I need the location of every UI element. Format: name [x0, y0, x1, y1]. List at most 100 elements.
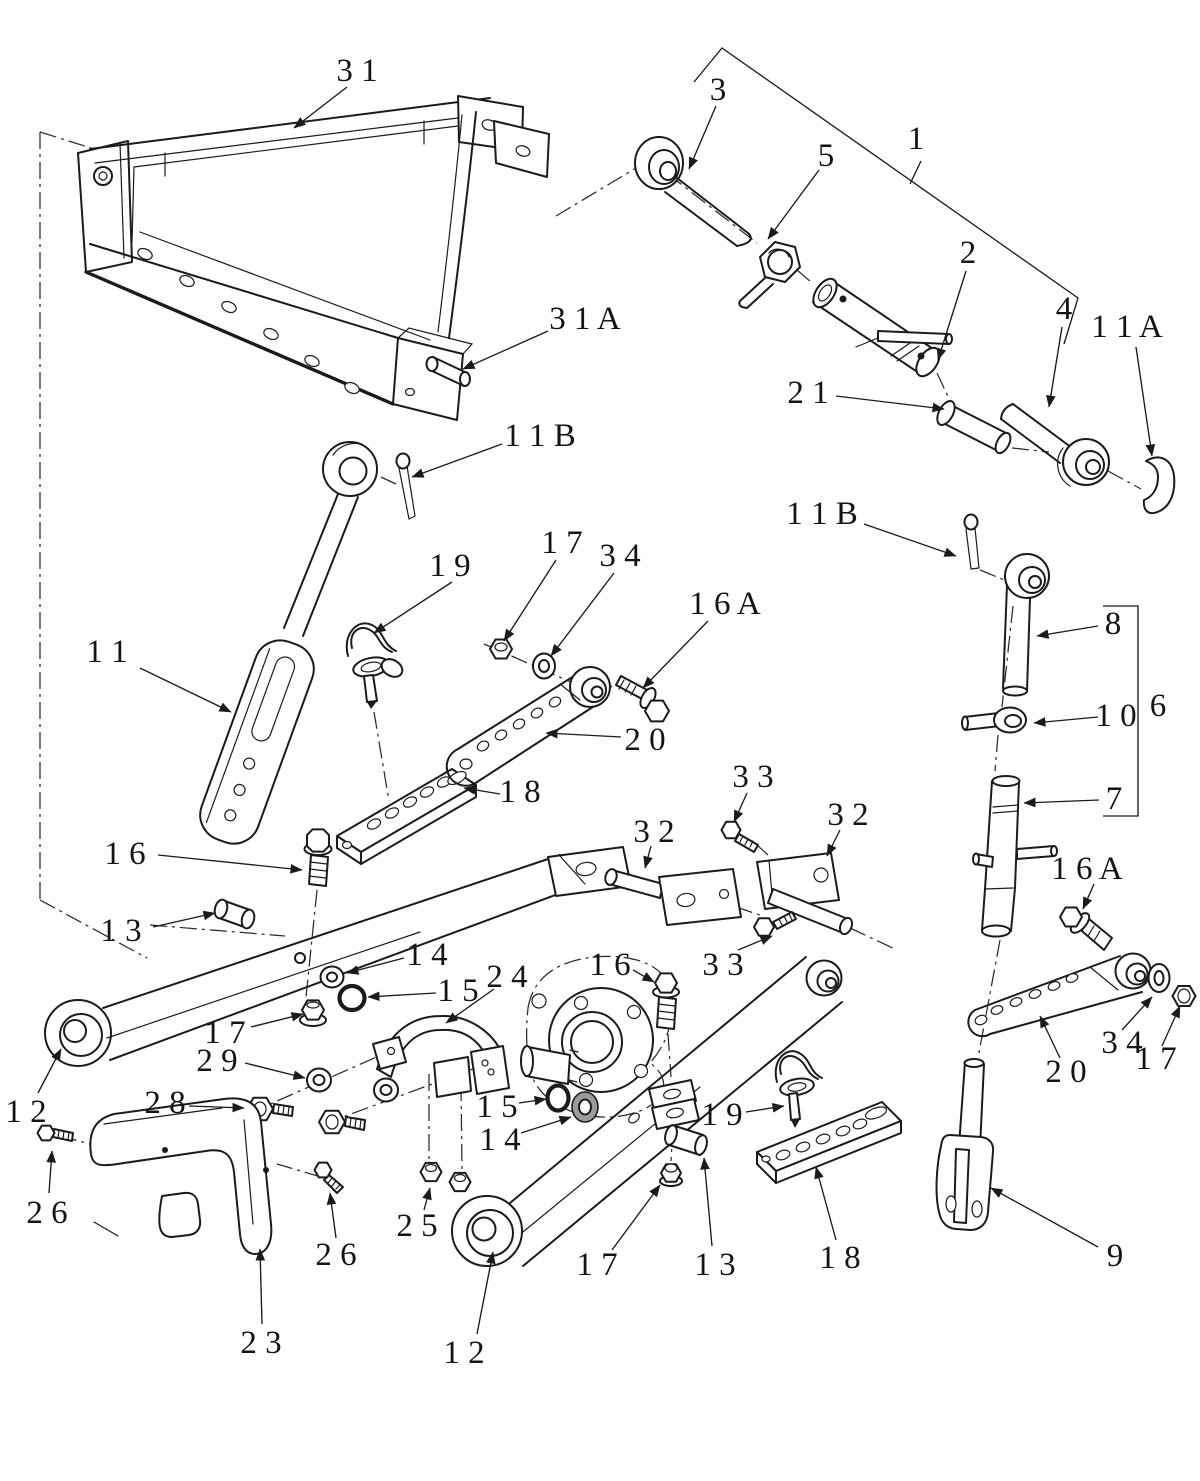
part-12-lower-link-left [44, 846, 632, 1067]
part-15-oring-upper [337, 983, 367, 1013]
leader-29 [244, 1062, 306, 1080]
group-bracket-group-1 [693, 47, 1079, 345]
leader-16A-right [1082, 883, 1095, 910]
leader-32-left [643, 845, 653, 869]
part-29-washers [306, 1067, 399, 1103]
leader-34-lower [1121, 996, 1153, 1031]
part-label-12-left: 1 2 [5, 1094, 46, 1130]
leader-25 [422, 1187, 432, 1211]
leader-19-lower [745, 1102, 785, 1113]
part-2-top-link-barrel [812, 277, 953, 378]
part-9-clevis [935, 1058, 995, 1231]
leader-11A [1135, 346, 1156, 457]
part-3-ball-end [634, 136, 752, 247]
part-label-11A: 1 1 A [1091, 309, 1163, 345]
part-label-16-mid: 1 6 [589, 947, 630, 983]
part-label-9: 9 [1107, 1238, 1124, 1274]
leader-16A-upper [642, 620, 709, 689]
leader-17-lowerR [1161, 1005, 1181, 1047]
part-label-26-right: 2 6 [315, 1237, 356, 1273]
part-label-19-lower: 1 9 [701, 1097, 742, 1133]
part-11B-cotter-pin-right [963, 513, 980, 570]
leader-11 [139, 667, 232, 713]
leader-32-right [826, 829, 841, 857]
part-5-jam-nut [738, 241, 801, 309]
leader-12-lower [476, 1251, 496, 1335]
part-25-nuts [419, 1161, 472, 1193]
part-label-14-lower: 1 4 [479, 1122, 520, 1158]
part-label-31A: 3 1 A [549, 301, 621, 337]
part-20-link-upper [445, 666, 611, 787]
part-17-nut-upper [489, 638, 513, 660]
part-label-14-upper: 1 4 [406, 937, 447, 973]
part-34-washer-lower [1147, 963, 1171, 993]
leader-14-lower [520, 1115, 572, 1134]
part-31-mast-bracket [77, 95, 550, 421]
part-24-saddle-bracket [372, 1014, 510, 1098]
part-label-17-mid: 1 7 [204, 1015, 245, 1051]
part-26-bolt-right [313, 1161, 344, 1194]
part-21-pin [936, 400, 1012, 455]
part-label-26-left: 2 6 [26, 1195, 67, 1231]
part-label-16-left: 1 6 [104, 836, 145, 872]
part-label-33-top: 3 3 [732, 759, 773, 795]
part-17-nut-lower-right [1171, 985, 1197, 1007]
part-20-link-lower [967, 952, 1152, 1038]
part-label-34-upper: 3 4 [599, 538, 640, 574]
leader-18-bottom [814, 1166, 837, 1241]
leader-18-upper [463, 785, 501, 795]
clamp-plates-lower [648, 1079, 700, 1130]
part-13-pin-left [213, 898, 256, 930]
leader-11B-right [863, 523, 957, 557]
part-18-drawbar-upper [336, 768, 477, 865]
part-14-washer-upper [319, 965, 345, 989]
part-32-bracket-left [604, 868, 742, 926]
leader-19-upper [373, 581, 453, 634]
part-label-28: 2 8 [144, 1085, 185, 1121]
part-label-11B-top: 1 1 B [504, 418, 576, 454]
leader-20-upper [545, 728, 622, 739]
parts-layer [36, 95, 1197, 1267]
part-label-23: 2 3 [240, 1325, 281, 1361]
leader-26-right [326, 1192, 337, 1239]
leader-20-lower [1039, 1015, 1061, 1059]
leader-11B-top [411, 443, 503, 478]
part-label-29: 2 9 [196, 1043, 237, 1079]
part-label-15-upper: 1 5 [437, 973, 478, 1009]
leader-33-top [733, 792, 748, 823]
part-18-drawbar-bottom [756, 1101, 902, 1184]
part-label-16A-upper: 1 6 A [689, 586, 761, 622]
part-label-11B-right: 1 1 B [786, 496, 858, 532]
part-26-bolt-left [36, 1124, 74, 1142]
leader-34-upper [550, 572, 615, 657]
leader-5 [767, 169, 820, 240]
leader-31A [462, 330, 549, 370]
part-33-bolt-bottom [753, 911, 797, 937]
leader-4 [1046, 326, 1063, 408]
part-16-bolt-left [303, 828, 333, 887]
part-2-handle [877, 330, 950, 345]
leader-17-bottom [611, 1184, 661, 1251]
part-label-18-upper: 1 8 [499, 774, 540, 810]
part-32-bracket-right [756, 852, 854, 936]
part-label-6: 6 [1150, 688, 1167, 724]
part-16A-bolt-right [1059, 906, 1113, 951]
part-11B-cotter-pin-top [395, 452, 416, 520]
part-label-4: 4 [1056, 291, 1073, 327]
part-label-7: 7 [1106, 781, 1123, 817]
part-label-15-lower: 1 5 [476, 1089, 517, 1125]
part-label-1: 1 [908, 121, 925, 157]
part-19-lynch-pin-lower [774, 1050, 823, 1128]
part-label-11: 1 1 [86, 634, 127, 670]
part-label-2: 2 [960, 235, 977, 271]
part-label-17-bottom: 1 7 [576, 1247, 617, 1283]
part-34-washer-upper [532, 652, 556, 680]
part-label-32-left: 3 2 [633, 814, 674, 850]
leader-13-left [152, 910, 216, 928]
leader-23 [255, 1248, 266, 1325]
leader-2 [936, 270, 967, 361]
leader-33-bottom [737, 935, 773, 951]
part-16A-bolt-upper [615, 675, 670, 723]
part-label-20-lower: 2 0 [1045, 1054, 1086, 1090]
